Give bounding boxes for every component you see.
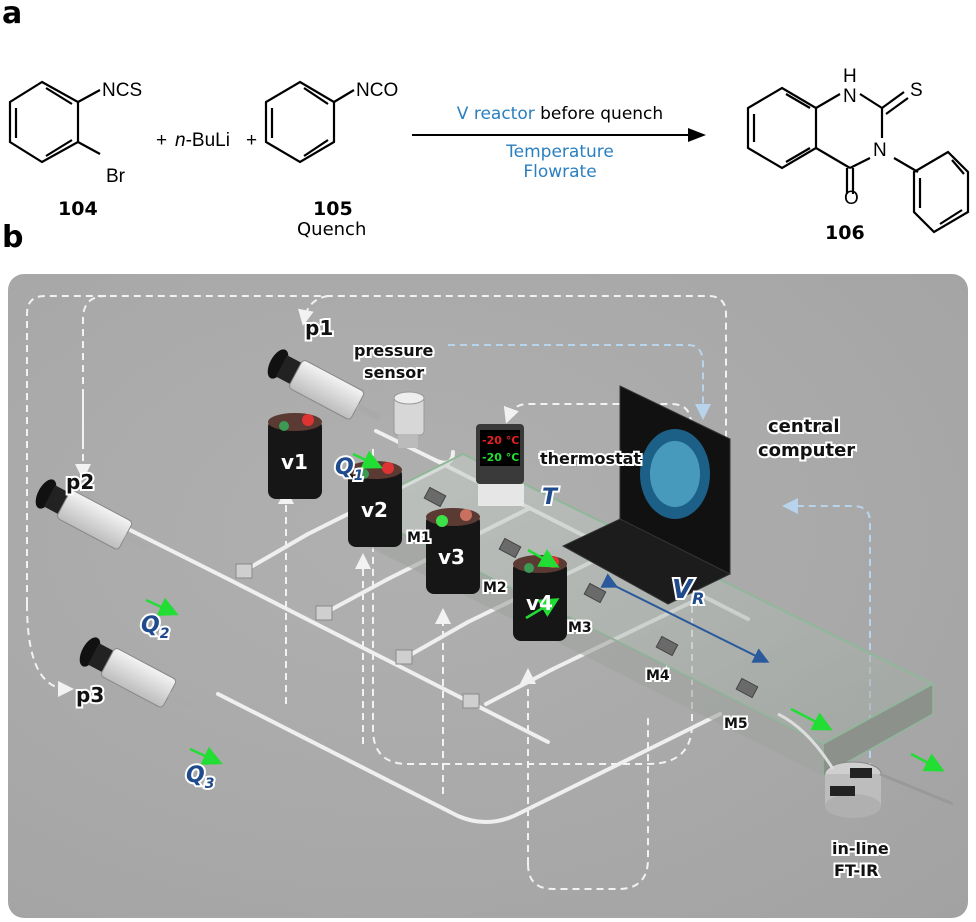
flow-sub-q2: 2 (160, 626, 170, 642)
reagent-nbuli: n-BuLi (175, 130, 230, 152)
flow-label-q2: Q2 (141, 613, 169, 642)
reactor-volume-sub: R (692, 589, 704, 608)
pump-label-p1: p1 (305, 316, 333, 340)
control-line-v-loop (372, 444, 693, 765)
syringe-p3 (79, 637, 193, 709)
mixer-m1 (423, 486, 447, 508)
valve-v3 (426, 508, 480, 594)
thermostat-display-actual: -20 °C (482, 451, 519, 464)
sensor-line-pressure (448, 344, 711, 420)
pump-label-p3: p3 (76, 683, 104, 707)
control-line-p1 (298, 295, 329, 326)
mixer-label-m4: M4 (646, 668, 670, 684)
reactor-volume-arrow (600, 573, 770, 663)
valve-v2 (348, 461, 402, 547)
product-atom-n2: N (873, 140, 887, 161)
reactant-104-structure (8, 80, 101, 164)
condition-temperature: Temperature (506, 142, 614, 162)
pressure-sensor-device (393, 391, 425, 448)
condition-v-reactor: V reactor (456, 104, 535, 124)
plus-sign-1: + (156, 130, 168, 151)
condition-above-arrow: V reactor before quench (410, 104, 710, 124)
reactant-105-structure (264, 80, 355, 164)
compound-106-label: 106 (825, 222, 865, 244)
condition-before-quench: before quench (534, 104, 664, 124)
flow-label-q3: Q3 (186, 763, 214, 792)
plus-sign-2: + (246, 130, 258, 151)
reagent-suffix: -BuLi (185, 130, 230, 151)
tube-p3 (216, 692, 722, 825)
compound-104-label: 104 (58, 198, 98, 220)
quench-caption: Quench (297, 219, 367, 240)
pressure-sensor-label-2: sensor (364, 363, 424, 382)
mixer-label-m2: M2 (483, 580, 507, 596)
panel-label-b: b (2, 220, 24, 255)
flow-setup-diagram: -20 °C -20 °C p1 p2 p3 pressure sensor t… (26, 295, 954, 890)
flow-setup-scene: -20 °C -20 °C p1 p2 p3 pressure sensor t… (8, 274, 968, 918)
temperature-symbol: T (542, 485, 559, 510)
mixer-m2 (498, 537, 522, 559)
valve-label-v2: v2 (361, 498, 388, 522)
syringe-p2 (35, 479, 149, 551)
mixer-label-m3: M3 (568, 620, 592, 636)
product-atom-n1: N (843, 86, 857, 107)
flow-symbol-q3: Q (186, 763, 205, 788)
mixer-label-m5: M5 (724, 716, 748, 732)
reaction-arrow (412, 128, 706, 142)
condition-flowrate: Flowrate (523, 162, 597, 182)
product-atom-o: O (844, 188, 859, 209)
pump-label-p2: p2 (66, 470, 94, 494)
mixer-m5 (735, 677, 759, 699)
ftir-label-2: FT-IR (834, 861, 878, 880)
mixer-label-m1: M1 (407, 530, 431, 546)
flow-label-q1: Q1 (335, 455, 363, 484)
compound-105-label: 105 (313, 198, 353, 220)
control-line-outer (26, 295, 727, 604)
reactant-105-group: NCO (356, 80, 399, 101)
thermostat-label: thermostat (540, 449, 641, 468)
panel-label-a: a (2, 0, 23, 31)
valve-label-v1: v1 (281, 450, 308, 474)
flow-symbol-q1: Q (335, 455, 354, 480)
computer-label-1: central (768, 416, 840, 437)
syringe-p1 (267, 349, 381, 421)
control-line-bottom (527, 714, 649, 890)
thermostat-display-set: -20 °C (482, 434, 519, 447)
ftir-device (777, 712, 954, 818)
computer-label-2: computer (758, 440, 855, 461)
product-atom-s: S (910, 80, 923, 101)
flow-symbol-q2: Q (141, 613, 160, 638)
control-line-thermostat (503, 403, 692, 425)
thermostat-device (476, 424, 524, 506)
product-atom-h: H (843, 66, 857, 87)
valve-label-v4: v4 (526, 591, 553, 615)
control-line-p2-up (82, 295, 107, 444)
reagent-prefix: n (175, 130, 186, 151)
reactant-104-group: NCS (102, 80, 143, 101)
valve-label-v3: v3 (438, 545, 465, 569)
ftir-label-1: in-line (832, 839, 889, 858)
reactant-104-substituent: Br (106, 166, 125, 187)
flow-sub-q3: 3 (205, 776, 215, 792)
product-106-structure (746, 86, 970, 234)
reactor-volume-label: VR (672, 575, 704, 608)
tube-p2-main (126, 527, 550, 744)
pressure-sensor-label-1: pressure (354, 341, 434, 360)
flow-sub-q1: 1 (354, 468, 364, 484)
valve-v1 (268, 413, 322, 499)
control-line-p3 (26, 603, 74, 697)
reactor-volume-symbol: V (672, 575, 694, 605)
